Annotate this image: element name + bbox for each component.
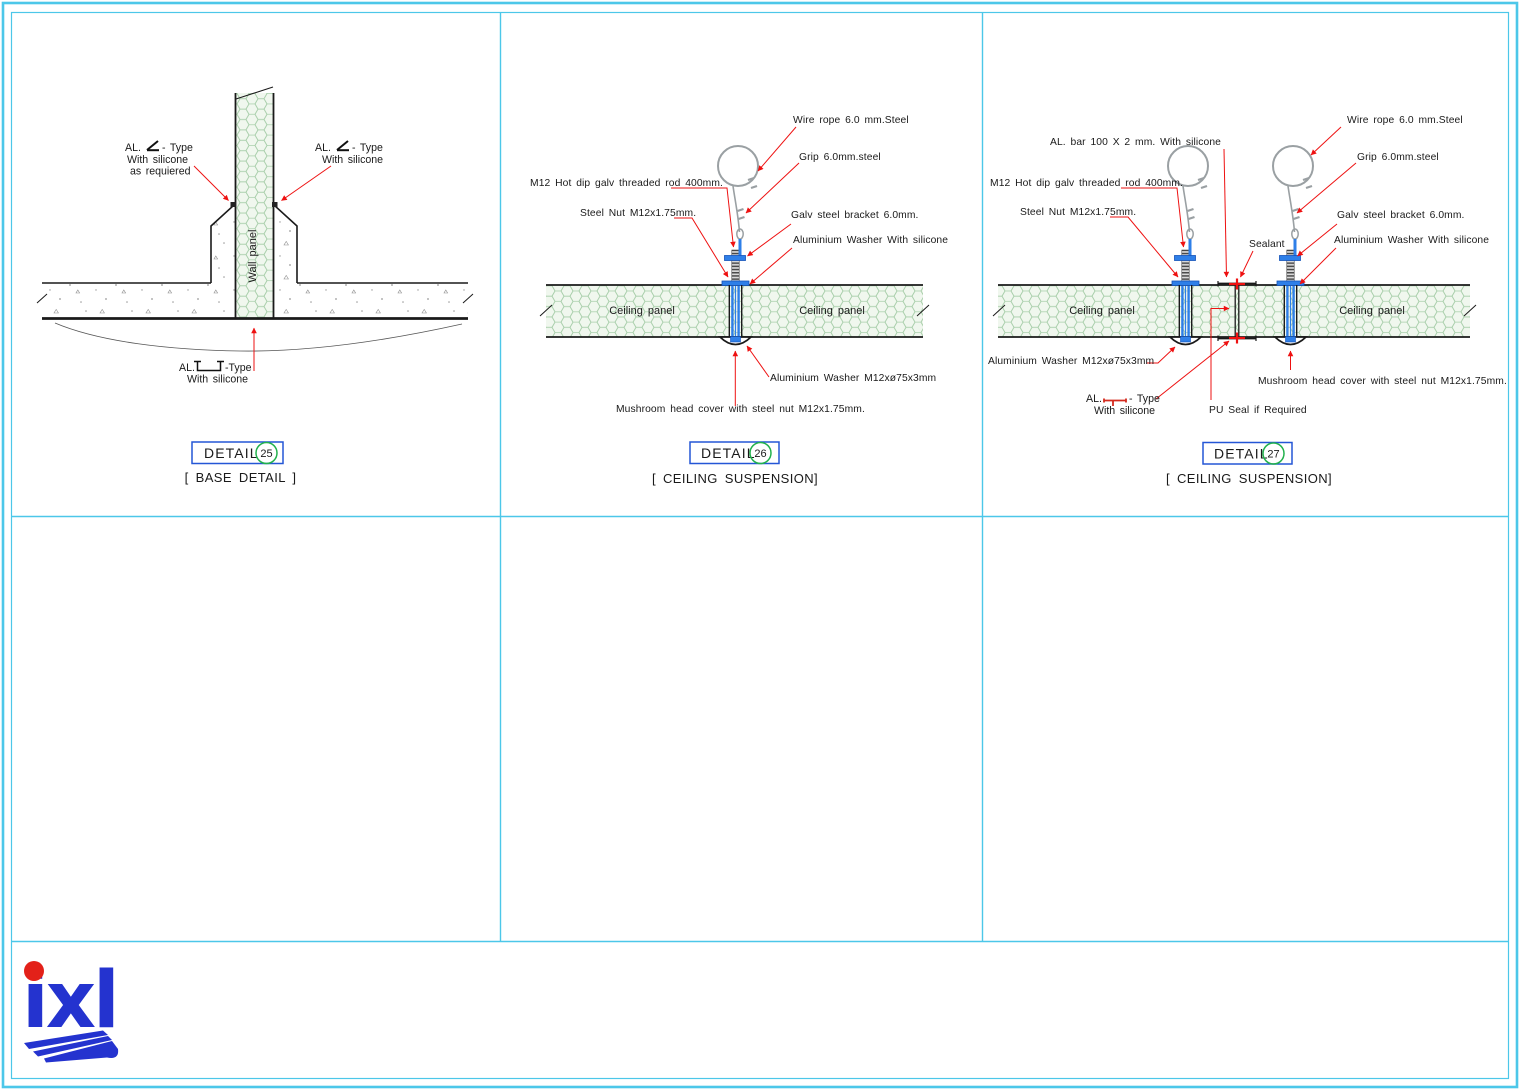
bracket-label: Galv steel bracket 6.0mm. [1337,210,1465,221]
pu-seal-label: PU Seal if Required [1209,405,1307,416]
threaded-rod-label: M12 Hot dip galv threaded rod 400mm. [990,178,1183,189]
al-t-suffix: - Type [1129,393,1160,405]
al-angle-left-suffix: - Type [162,142,193,154]
leader-lines [671,126,800,406]
washer-silicone-label: Aluminium Washer With silicone [793,235,948,246]
grip-label: Grip 6.0mm.steel [799,152,881,163]
al-angle-right-prefix: AL. [315,142,331,154]
detail-27-title: DETAIL 27 [ CEILING SUSPENSION] [1166,441,1332,486]
detail-25-title: DETAIL 25 [ BASE DETAIL ] [185,441,297,485]
annotations: AL. bar 100 X 2 mm. With silicone Wire r… [988,115,1507,417]
detail-25-number: 25 [260,448,272,460]
ceiling-panel-right-label: Ceiling panel [799,305,865,317]
wall-panel-label: Wall panel [247,230,259,283]
leader-lines [193,165,332,371]
al-angle-right-suffix: - Type [352,142,383,154]
al-t-line2: With silicone [1094,405,1155,417]
detail-26-title-text: DETAIL [701,445,756,461]
al-channel-prefix: AL. [179,362,195,374]
wall-panel [234,86,275,319]
al-angle-right-line2: With silicone [322,154,383,166]
steel-nut-label: Steel Nut M12x1.75mm. [580,208,696,219]
logo-red-dot [24,961,44,981]
detail-27-number: 27 [1267,449,1279,461]
angle-type-icon [336,140,349,152]
wire-rope-label: Wire rope 6.0 mm.Steel [793,115,909,126]
logo-swoosh-icon [24,1030,119,1063]
al-angle-left-prefix: AL. [125,142,141,154]
ceiling-panel-band [539,284,930,338]
detail-26-subtitle: [ CEILING SUSPENSION] [652,471,818,486]
leader-lines [1110,126,1357,400]
ceiling-panel-left-label: Ceiling panel [609,305,675,317]
threaded-rod-label: M12 Hot dip galv threaded rod 400mm. [530,178,723,189]
steel-nut-label: Steel Nut M12x1.75mm. [1020,207,1136,218]
u-channel-type-icon [194,360,224,372]
detail-25-title-text: DETAIL [204,445,259,461]
ceiling-panel-right-label: Ceiling panel [1339,305,1405,317]
detail-number-bubble [255,441,278,465]
wire-rope-label: Wire rope 6.0 mm.Steel [1347,115,1463,126]
annotations: AL. - Type With silicone as requiered AL… [125,140,383,386]
al-channel-suffix: -Type [225,362,252,374]
washer-silicone-label: Aluminium Washer With silicone [1334,235,1489,246]
detail-number-bubble [1262,442,1285,465]
detail-26-title: DETAIL 26 [ CEILING SUSPENSION] [652,441,818,486]
detail-27-title-text: DETAIL [1214,446,1269,462]
mushroom-head-label: Mushroom head cover with steel nut M12x1… [616,404,865,415]
t-type-icon [1103,398,1127,406]
al-bar-label: AL. bar 100 X 2 mm. With silicone [1050,137,1221,148]
grip-label: Grip 6.0mm.steel [1357,152,1439,163]
floor-slab [36,202,474,352]
angle-type-icon [146,140,159,152]
ceiling-panel-left-label: Ceiling panel [1069,305,1135,317]
detail-26: Wire rope 6.0 mm.Steel Grip 6.0mm.steel … [530,115,948,486]
company-logo: ixl [22,956,120,1063]
ceiling-panel-band [992,284,1477,338]
bracket-label: Galv steel bracket 6.0mm. [791,210,919,221]
detail-25-subtitle: [ BASE DETAIL ] [185,470,297,485]
detail-number-bubble [749,441,772,465]
panel-joint-sealant [1217,278,1257,344]
al-channel-line2: With silicone [187,374,248,386]
mushroom-head-label: Mushroom head cover with steel nut M12x1… [1258,376,1507,387]
detail-25: AL. - Type With silicone as requiered AL… [36,86,474,485]
detail-26-number: 26 [754,448,766,460]
detail-27: AL. bar 100 X 2 mm. With silicone Wire r… [988,115,1507,486]
annotations: Wire rope 6.0 mm.Steel Grip 6.0mm.steel … [530,115,948,415]
al-angle-left-line3: as requiered [130,166,191,178]
detail-27-subtitle: [ CEILING SUSPENSION] [1166,471,1332,486]
washer-size-label: Aluminium Washer M12xø75x3mm [988,356,1154,367]
al-angle-left-line2: With silicone [127,154,188,166]
washer-size-label: Aluminium Washer M12xø75x3mm [770,373,936,384]
sealant-label: Sealant [1249,239,1285,250]
al-t-prefix: AL. [1086,393,1102,405]
